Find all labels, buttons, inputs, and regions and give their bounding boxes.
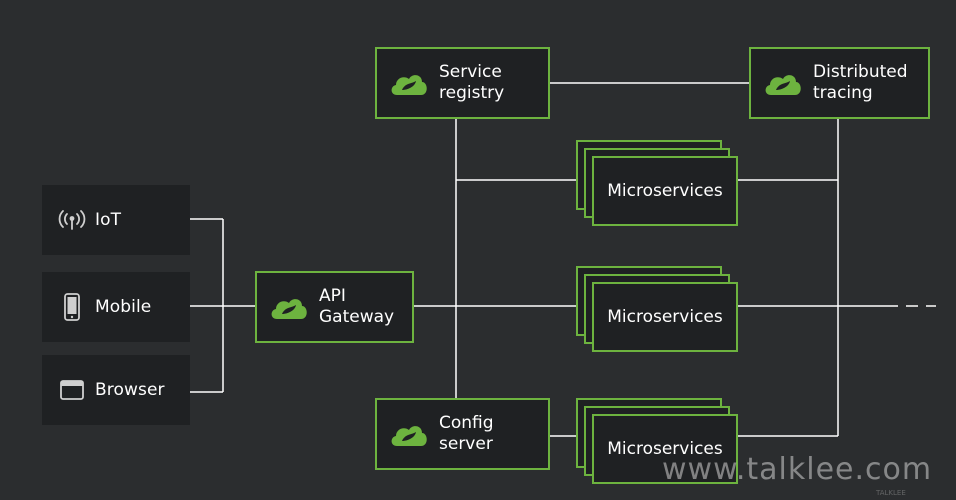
iot-antenna-icon [58, 209, 86, 231]
config-server-line1: Config [439, 413, 494, 433]
microservices-stack-3: Microservices [576, 398, 738, 484]
client-label-browser: Browser [95, 380, 165, 400]
config-server-line2: server [439, 434, 493, 454]
api-gateway-line2: Gateway [319, 307, 395, 327]
distributed-tracing-box: Distributed tracing [749, 47, 930, 119]
browser-window-icon [58, 380, 86, 400]
config-server-box: Config server [375, 398, 550, 470]
microservices-label: Microservices [607, 307, 723, 327]
spring-leaf-icon [269, 292, 309, 322]
api-gateway-box: API Gateway [255, 271, 414, 343]
microservices-label: Microservices [607, 181, 723, 201]
client-iot: IoT [42, 185, 190, 255]
microservices-label: Microservices [607, 439, 723, 459]
client-browser: Browser [42, 355, 190, 425]
microservices-stack-1: Microservices [576, 140, 738, 226]
distributed-tracing-line2: tracing [813, 83, 873, 103]
stack-layer-front: Microservices [592, 414, 738, 484]
service-registry-box: Service registry [375, 47, 550, 119]
service-registry-line2: registry [439, 83, 505, 103]
client-label-iot: IoT [95, 210, 122, 230]
stack-layer-front: Microservices [592, 282, 738, 352]
spring-leaf-icon [389, 68, 429, 98]
stack-layer-front: Microservices [592, 156, 738, 226]
service-registry-line1: Service [439, 62, 502, 82]
mobile-phone-icon [58, 293, 86, 321]
spring-leaf-icon [389, 419, 429, 449]
distributed-tracing-line1: Distributed [813, 62, 908, 82]
client-label-mobile: Mobile [95, 297, 152, 317]
microservices-stack-2: Microservices [576, 266, 738, 352]
spring-leaf-icon [763, 68, 803, 98]
watermark-small: TALKLEE [876, 489, 906, 497]
client-mobile: Mobile [42, 272, 190, 342]
watermark: www.talklee.com [662, 452, 933, 487]
api-gateway-line1: API [319, 286, 346, 306]
